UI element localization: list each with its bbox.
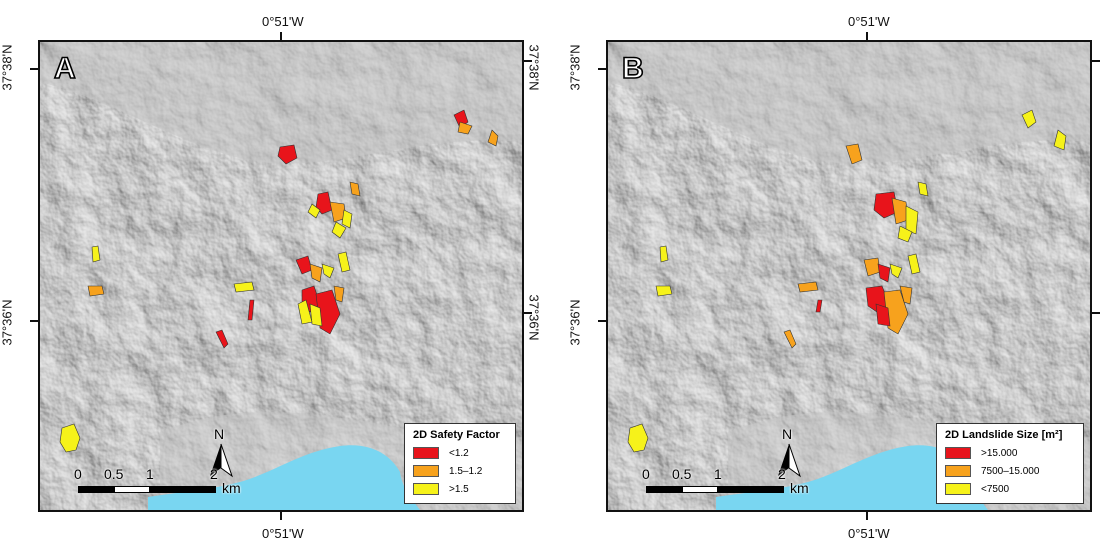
scale-segment xyxy=(646,486,682,493)
scale-tick-2: 2 xyxy=(778,466,786,482)
lat-label-upper-left-b: 37°38'N xyxy=(567,44,583,91)
scale-segment xyxy=(682,486,718,493)
lat-label-upper-right-a: 37°38'N xyxy=(526,44,542,91)
scale-tick-0-5: 0.5 xyxy=(672,466,692,482)
panel-label-a: A xyxy=(53,51,76,86)
lat-tick-lower-left-b xyxy=(598,320,608,322)
legend-item: 1.5–1.2 xyxy=(413,463,507,479)
scale-bar-b: 0 0.5 1 2 km xyxy=(642,466,866,500)
legend-item: >15.000 xyxy=(945,445,1075,461)
lon-tick-bottom-b xyxy=(866,510,868,520)
lat-label-lower-right-a: 37°36'N xyxy=(526,294,542,341)
lat-tick-upper-left-b xyxy=(598,68,608,70)
lon-label-top-b: 0°51'W xyxy=(848,14,890,29)
legend-swatch-orange xyxy=(945,465,971,477)
lon-tick-bottom-a xyxy=(280,510,282,520)
legend-label: <1.2 xyxy=(449,447,469,459)
scale-tick-0-5: 0.5 xyxy=(104,466,124,482)
legend-label: >15.000 xyxy=(981,447,1018,459)
panel-label-b: B xyxy=(621,51,644,86)
legend-title-a: 2D Safety Factor xyxy=(413,429,500,441)
lon-label-top-a: 0°51'W xyxy=(262,14,304,29)
scale-tick-0: 0 xyxy=(642,466,650,482)
legend-swatch-red xyxy=(945,447,971,459)
hillshade-map-b xyxy=(608,42,1090,510)
legend-swatch-red xyxy=(413,447,439,459)
legend-swatch-yellow xyxy=(945,483,971,495)
scale-segment xyxy=(718,486,784,493)
scale-tick-1: 1 xyxy=(146,466,154,482)
landslide-polygons xyxy=(627,109,1067,453)
legend-item: >1.5 xyxy=(413,481,507,497)
sea xyxy=(148,445,420,510)
north-arrow-icon xyxy=(778,443,801,478)
scale-segment xyxy=(114,486,150,493)
lat-tick-lower-right-a xyxy=(522,312,532,314)
north-label: N xyxy=(214,426,225,442)
lat-tick-upper-right-b xyxy=(1090,60,1100,62)
lat-label-lower-left-a: 37°36'N xyxy=(0,299,15,346)
lat-label-upper-left-a: 37°38'N xyxy=(0,44,15,91)
north-arrow-a: N xyxy=(206,426,236,480)
map-panel-a: A N 0 0.5 1 2 km 2D Safety Factor <1.2 1… xyxy=(38,40,524,512)
legend-b: 2D Landslide Size [m²] >15.000 7500–15.0… xyxy=(936,423,1084,504)
legend-item: <7500 xyxy=(945,481,1075,497)
north-arrow-b: N xyxy=(774,426,804,480)
lon-tick-top-a xyxy=(280,32,282,42)
lat-tick-upper-left-a xyxy=(30,68,40,70)
legend-label: 7500–15.000 xyxy=(981,465,1040,477)
legend-swatch-yellow xyxy=(413,483,439,495)
north-label: N xyxy=(782,426,793,442)
lat-tick-lower-right-b xyxy=(1090,312,1100,314)
legend-label: 1.5–1.2 xyxy=(449,465,483,477)
sea xyxy=(716,445,988,510)
lat-tick-upper-right-a xyxy=(522,60,532,62)
legend-label: <7500 xyxy=(981,483,1010,495)
lat-tick-lower-left-a xyxy=(30,320,40,322)
scale-segment xyxy=(78,486,114,493)
legend-title-b: 2D Landslide Size [m²] xyxy=(945,429,1063,441)
legend-a: 2D Safety Factor <1.2 1.5–1.2 >1.5 xyxy=(404,423,516,504)
scale-segment xyxy=(150,486,216,493)
legend-swatch-orange xyxy=(413,465,439,477)
map-panel-b: B N 0 0.5 1 2 km 2D Landslide Size [m²] … xyxy=(606,40,1092,512)
legend-item: <1.2 xyxy=(413,445,507,461)
scale-tick-1: 1 xyxy=(714,466,722,482)
scale-unit: km xyxy=(790,480,809,496)
scale-bar-a: 0 0.5 1 2 km xyxy=(74,466,298,500)
lon-tick-top-b xyxy=(866,32,868,42)
legend-label: >1.5 xyxy=(449,483,469,495)
lon-label-bottom-b: 0°51'W xyxy=(848,526,890,541)
landslide-polygons xyxy=(59,109,499,453)
lon-label-bottom-a: 0°51'W xyxy=(262,526,304,541)
scale-unit: km xyxy=(222,480,241,496)
scale-tick-0: 0 xyxy=(74,466,82,482)
scale-tick-2: 2 xyxy=(210,466,218,482)
north-arrow-icon xyxy=(210,443,233,478)
legend-item: 7500–15.000 xyxy=(945,463,1075,479)
lat-label-lower-left-b: 37°36'N xyxy=(567,299,583,346)
northern-plain xyxy=(608,42,1090,164)
northern-plain xyxy=(40,42,522,164)
